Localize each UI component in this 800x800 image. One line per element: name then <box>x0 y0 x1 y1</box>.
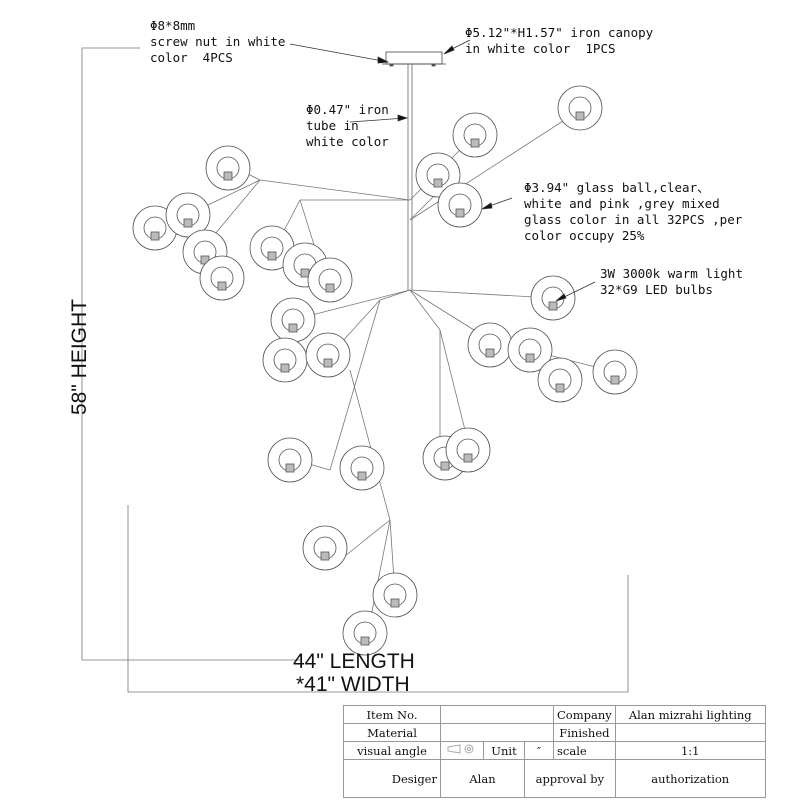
canopy <box>385 51 443 65</box>
bulb-socket <box>390 598 400 608</box>
glass-globe <box>530 275 576 321</box>
item-no-value <box>440 705 554 724</box>
screw-nut <box>431 63 436 67</box>
glass-globe <box>507 327 553 373</box>
branch <box>379 289 411 301</box>
bulb-socket <box>440 461 450 471</box>
branch <box>409 289 554 299</box>
bulb-socket <box>150 231 160 241</box>
branch <box>349 369 391 521</box>
glass-globe <box>445 427 491 473</box>
glass-globe <box>199 255 245 301</box>
glass-globe <box>305 332 351 378</box>
bulb-socket <box>485 348 495 358</box>
branch <box>409 289 441 331</box>
bulbs-annotation: 3W 3000k warm light 32*G9 LED bulbs <box>600 266 743 297</box>
bulb-socket <box>463 453 473 463</box>
glass-globe <box>592 349 638 395</box>
stem <box>407 64 413 290</box>
glass-globe <box>372 572 418 618</box>
bulb-socket <box>575 111 585 121</box>
bulb-socket <box>610 375 620 385</box>
bulb-socket <box>360 636 370 646</box>
bulb-socket <box>320 551 330 561</box>
glass-globe <box>270 297 316 343</box>
branch <box>329 299 381 471</box>
material-label: Material <box>343 723 441 742</box>
bulb-socket <box>217 281 227 291</box>
width-dimension-lines <box>127 505 629 693</box>
width-label: *41" WIDTH <box>296 673 410 696</box>
length-label: 44" LENGTH <box>293 650 415 673</box>
bulb-socket <box>555 383 565 393</box>
approval-label: approval by <box>524 759 616 798</box>
bulb-socket <box>357 471 367 481</box>
glass-globe <box>537 357 583 403</box>
scale-label: scale <box>553 741 616 760</box>
projection-symbol-icon <box>440 741 484 760</box>
bulb-socket <box>548 301 558 311</box>
glass-globe <box>205 145 251 191</box>
screw-nut-annotation: Φ8*8mm screw nut in white color 4PCS <box>150 18 286 65</box>
unit-value: ″ <box>524 741 554 760</box>
glass-globe <box>267 437 313 483</box>
glass-globe <box>339 445 385 491</box>
glass-globe <box>437 182 483 228</box>
glass-globe <box>452 112 498 158</box>
glass-globe <box>342 610 388 656</box>
bulb-socket <box>325 283 335 293</box>
glass-ball-annotation: Φ3.94" glass ball,clear、 white and pink … <box>524 180 743 243</box>
bulb-socket <box>267 251 277 261</box>
tube-annotation: Φ0.47" iron tube in white color <box>306 102 389 149</box>
title-block: Item No. Company Alan mizrahi lighting M… <box>343 705 766 798</box>
leader-lines <box>289 39 596 302</box>
visual-angle-label: visual angle <box>343 741 441 760</box>
scale-value: 1:1 <box>614 741 766 760</box>
designer-value: Alan <box>440 759 525 798</box>
bulb-socket <box>433 178 443 188</box>
unit-label: Unit <box>483 741 525 760</box>
height-dimension-lines <box>81 47 300 661</box>
company-value: Alan mizrahi lighting <box>614 705 766 724</box>
bulb-socket <box>285 463 295 473</box>
glass-globe <box>262 337 308 383</box>
branch <box>299 289 411 319</box>
authorization-label: authorization <box>614 759 766 798</box>
height-label: 58" HEIGHT <box>68 299 91 415</box>
glass-globe <box>557 85 603 131</box>
finished-value <box>614 723 766 742</box>
glass-globe <box>467 322 513 368</box>
bulb-socket <box>323 358 333 368</box>
bulb-socket <box>525 353 535 363</box>
branch <box>339 519 391 561</box>
screw-nut <box>389 63 394 67</box>
glass-globe <box>307 257 353 303</box>
item-no-label: Item No. <box>343 705 441 724</box>
finished-label: Finished <box>553 723 616 742</box>
glass-globe <box>165 192 211 238</box>
bulb-socket <box>470 138 480 148</box>
branch <box>259 179 411 201</box>
globes <box>132 85 638 656</box>
bulb-socket <box>280 363 290 373</box>
designer-label: Desiger <box>343 759 441 798</box>
material-value <box>440 723 554 742</box>
bulb-socket <box>183 218 193 228</box>
bulb-socket <box>300 268 310 278</box>
company-label: Company <box>553 705 616 724</box>
bulb-socket <box>455 208 465 218</box>
bulb-socket <box>223 171 233 181</box>
canopy-annotation: Φ5.12"*H1.57" iron canopy in white color… <box>465 25 654 56</box>
glass-globe <box>302 525 348 571</box>
bulb-socket <box>288 323 298 333</box>
